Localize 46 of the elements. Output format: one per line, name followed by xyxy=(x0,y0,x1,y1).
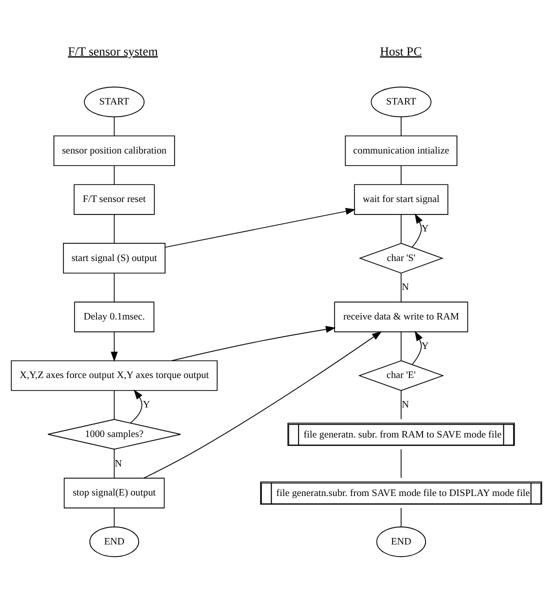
connector xyxy=(400,272,402,302)
connector xyxy=(400,165,402,185)
connector xyxy=(400,331,402,361)
connector xyxy=(400,448,402,478)
label: F/T sensor system xyxy=(68,44,158,58)
node-box: F/T sensor reset xyxy=(74,184,155,215)
node-box: X,Y,Z axes force output X,Y axes torque output xyxy=(10,360,218,391)
connector xyxy=(114,448,115,478)
node-diamond: 1000 samples? xyxy=(48,419,181,450)
connector xyxy=(114,214,115,244)
node-box: communication intialize xyxy=(344,135,458,166)
edge-label: Y xyxy=(422,223,429,234)
edge-label: N xyxy=(114,458,122,470)
connector xyxy=(400,390,402,420)
connector xyxy=(400,508,402,528)
node-diamond: char 'S' xyxy=(358,242,444,274)
connector xyxy=(400,214,402,244)
connector xyxy=(114,508,115,528)
arrow xyxy=(164,208,356,248)
label: Host PC xyxy=(380,44,422,58)
arrow xyxy=(412,214,423,248)
node-box: Delay 0.1msec. xyxy=(74,302,154,332)
connector xyxy=(114,116,115,136)
node-ellipse: START xyxy=(84,86,145,118)
node-box: stop signal(E) output xyxy=(64,478,165,508)
edge-label: Y xyxy=(422,340,429,352)
node-ellipse: END xyxy=(376,526,426,558)
node-diamond: char 'E' xyxy=(358,360,444,391)
arrow xyxy=(110,331,118,362)
arrow xyxy=(171,326,336,362)
node-box: sensor position calibration xyxy=(53,135,176,166)
node-box: start signal (S) output xyxy=(62,242,166,274)
node-box: wait for start signal xyxy=(354,184,448,215)
arrow xyxy=(130,390,142,424)
edge-label: N xyxy=(402,400,409,411)
node-box: receive data & write to RAM xyxy=(334,302,468,332)
node-ellipse: START xyxy=(370,86,432,118)
connector xyxy=(400,116,402,136)
edge-label: N xyxy=(402,282,409,294)
arrow xyxy=(144,331,382,478)
connector xyxy=(114,165,115,185)
connector xyxy=(114,390,115,420)
connector xyxy=(114,272,115,302)
node-ellipse: END xyxy=(89,526,140,558)
edge-label: Y xyxy=(142,400,150,411)
arrow xyxy=(412,330,423,365)
